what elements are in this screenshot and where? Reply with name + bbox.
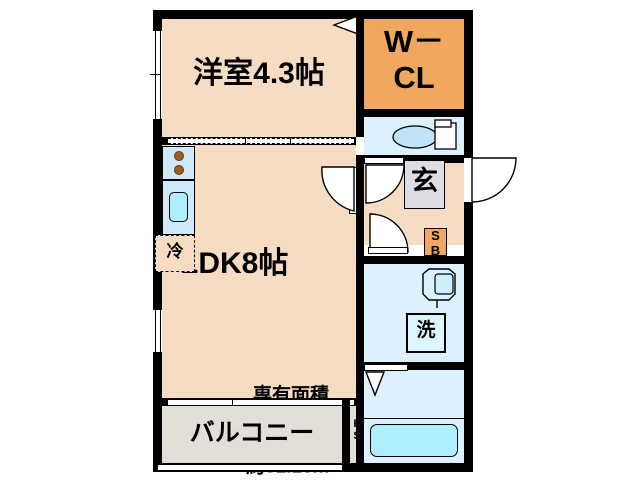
refrigerator-icon [155,235,195,272]
wall-toilet-bottom [356,155,473,163]
wall-exterior-right [464,10,473,472]
room-walk-in-closet [364,19,464,109]
room-bedroom [162,19,356,137]
stove-burner-1 [174,151,184,161]
bathtub-icon [370,424,458,457]
room-balcony-label: バルコニー [189,419,315,447]
shoe-box-label: S B [430,228,441,258]
sliding-glass-door-mullion [232,399,233,405]
wall-ps-bath [356,398,364,472]
wall-hallway-washroom [356,256,473,264]
sliding-glass-door-line-top [168,399,354,400]
wall-ldk-hallway [356,163,364,398]
entrance-door-swing-icon[interactable] [470,156,522,206]
wall-balcony-ps [342,398,350,472]
window-bedroom-left-glass [155,30,156,120]
door-bath-arrow-icon [364,371,386,397]
wall-washroom-bath [356,362,473,370]
toilet-bowl-icon [392,119,457,150]
room-walk-in-closet-label: W－ CL [383,24,445,95]
door-washroom-opening [368,247,408,254]
sliding-glass-door-balcony [168,399,354,405]
window-bedroom-left [153,30,162,120]
entrance-door-opening [464,158,473,202]
door-ldk-swing-icon[interactable] [310,165,358,217]
sliding-partition-mullion-2 [290,138,291,144]
door-toilet-opening [364,157,404,164]
bath-divider [364,418,464,419]
sliding-partition-mullion-1 [245,138,246,144]
room-genkan [404,160,445,209]
shoe-box-icon [424,228,447,256]
refrigerator-label: 冷 [166,242,184,261]
room-balcony [162,406,342,463]
washing-machine-icon [406,313,446,353]
kitchen-sink-basin [169,192,188,222]
sliding-partition-bedroom-ldk [168,138,354,144]
window-ldk-left-glass [155,310,156,352]
window-bedroom-left-mullion [150,74,160,75]
washbasin-icon [422,268,456,308]
room-ldk-label: LDK8帖 [180,247,289,280]
wall-wcl-bottom [356,109,473,117]
window-bedroom-left-glass2 [160,30,161,120]
balcony-railing [158,464,346,471]
wall-exterior-top [153,10,473,19]
door-bath-opening [364,364,408,371]
washing-machine-label: 洗 [416,320,436,341]
room-genkan-label: 玄 [411,166,438,196]
window-ldk-left-glass2 [160,310,161,352]
door-toilet-swing-icon[interactable] [364,163,408,207]
window-ldk-left [153,310,162,352]
wall-bedroom-wcl [356,10,364,137]
room-bedroom-label: 洋室4.3帖 [193,57,325,90]
stove-burner-2 [174,165,184,175]
sliding-glass-door-line-bottom [168,405,354,406]
